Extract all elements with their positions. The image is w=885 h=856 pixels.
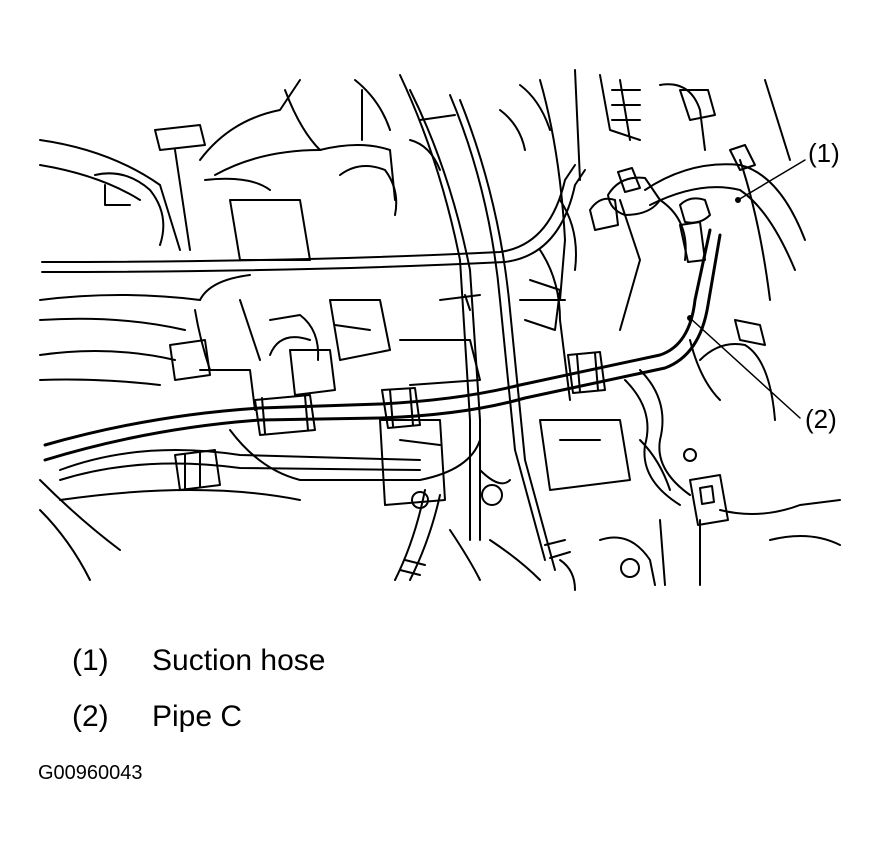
legend-number: (1)	[72, 644, 109, 677]
callout-leaders	[689, 159, 806, 419]
pipe-c	[43, 197, 722, 462]
engine-line-drawing	[39, 69, 841, 591]
leader-line-1	[737, 159, 806, 201]
suction-hose	[589, 163, 806, 271]
callout-2-label: (2)	[805, 404, 837, 434]
leader-line-2	[689, 317, 801, 419]
upper-tube	[41, 164, 586, 371]
pipe-c-clips	[254, 351, 606, 436]
callout-1-label: (1)	[808, 138, 840, 168]
lower-hose	[59, 449, 421, 501]
legend-item: (2) Pipe C	[72, 700, 242, 734]
legend-item: (1) Suction hose	[72, 644, 325, 678]
legend-label: Suction hose	[152, 644, 326, 677]
legend-label: Pipe C	[152, 700, 243, 733]
engine-block-outline	[39, 74, 841, 591]
right-fitting	[624, 369, 729, 526]
legend-number: (2)	[72, 700, 109, 733]
figure-id: G00960043	[38, 762, 143, 784]
wire-harness	[394, 69, 581, 581]
